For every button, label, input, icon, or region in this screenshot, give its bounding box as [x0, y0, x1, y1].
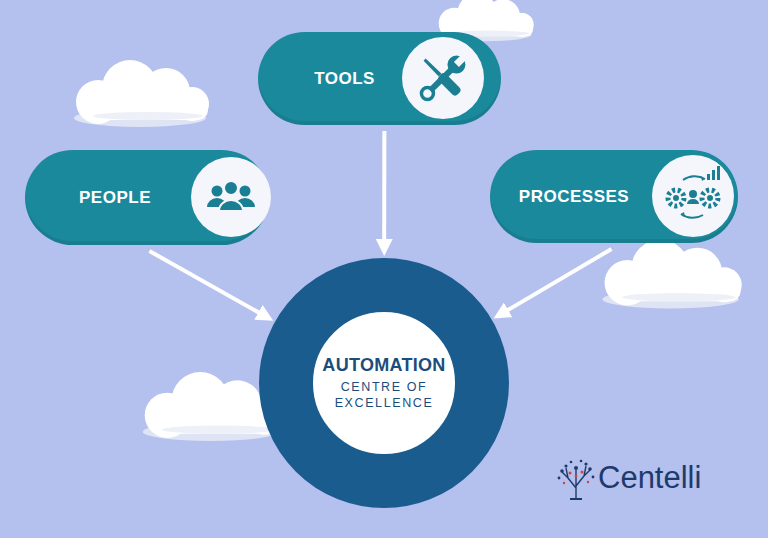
brand-name: Centelli: [598, 460, 701, 496]
text-holder: TOOLS: [276, 69, 413, 89]
node-title: TOOLS: [314, 69, 375, 89]
processes-pill: PROCESSES: [490, 150, 738, 243]
connector-arrow: [504, 249, 612, 312]
node-title: AUTOMATION: [322, 355, 445, 376]
text-holder: PEOPLE: [43, 188, 187, 208]
cloud: [603, 239, 742, 308]
processes-icon: [652, 155, 734, 237]
connector-arrow: [149, 251, 262, 315]
connector-arrow: [382, 131, 386, 244]
people-pill: PEOPLE: [25, 150, 269, 245]
coe-circle: AUTOMATION CENTRE OF EXCELLENCE: [259, 258, 509, 508]
tools-pill: TOOLS: [258, 32, 501, 125]
cloud: [74, 60, 209, 127]
node-title: PEOPLE: [79, 188, 151, 208]
people-icon: [191, 157, 271, 237]
node-subtitle: CENTRE OF EXCELLENCE: [328, 380, 440, 411]
tools-icon: [402, 37, 484, 119]
text-holder: PROCESSES: [500, 187, 648, 207]
node-title: PROCESSES: [519, 187, 629, 207]
logo-tree: [556, 458, 596, 502]
